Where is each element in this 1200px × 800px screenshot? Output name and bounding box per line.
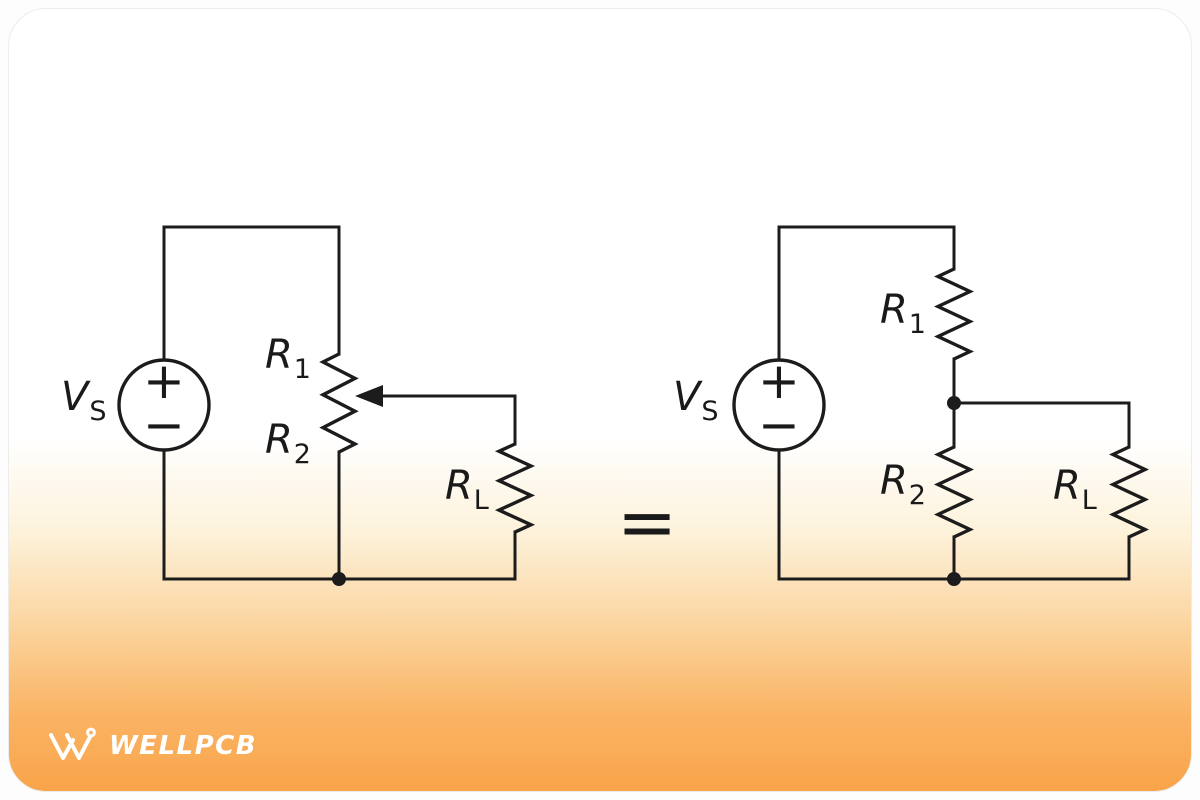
right-r1-label: R1 — [880, 287, 926, 340]
left-junction-dot — [332, 572, 346, 586]
equals-sign: = — [616, 480, 678, 564]
diagram-card: + − + − — [8, 8, 1192, 792]
right-top-wire — [777, 225, 956, 362]
right-r2-zigzag — [933, 445, 975, 539]
left-rl-zigzag — [494, 442, 536, 534]
left-vs-label: VS — [61, 374, 107, 427]
circuit-diagram: + − + − — [117, 225, 1150, 586]
left-r1-label: R1 — [265, 332, 311, 385]
wellpcb-w-icon — [49, 727, 96, 760]
left-potentiometer-zigzag — [319, 352, 359, 454]
wiper-arrow-icon — [355, 385, 383, 407]
left-circuit: + − — [117, 225, 536, 586]
left-top-wire — [162, 225, 341, 362]
right-rl-label: RL — [1053, 463, 1097, 516]
brand-logo: WELLPCB — [47, 725, 257, 767]
right-rl-zigzag — [1108, 445, 1150, 539]
right-bottom-wire — [777, 448, 1131, 581]
right-plus-sign: + — [758, 352, 800, 410]
right-tap-wire — [952, 401, 1131, 449]
right-ground-junction-dot — [947, 572, 961, 586]
right-tap-junction-dot — [947, 396, 961, 410]
left-plus-sign: + — [143, 352, 185, 410]
left-minus-sign: − — [143, 396, 185, 454]
left-rl-label: RL — [445, 463, 489, 516]
brand-logo-text: WELLPCB — [109, 731, 258, 761]
right-r2-label: R2 — [880, 458, 926, 511]
right-minus-sign: − — [758, 396, 800, 454]
right-circuit: + − — [732, 225, 1150, 586]
left-wiper-wire — [378, 394, 517, 446]
right-r1-zigzag — [933, 267, 975, 361]
left-r2-label: R2 — [265, 417, 311, 470]
right-vs-label: VS — [673, 374, 719, 427]
